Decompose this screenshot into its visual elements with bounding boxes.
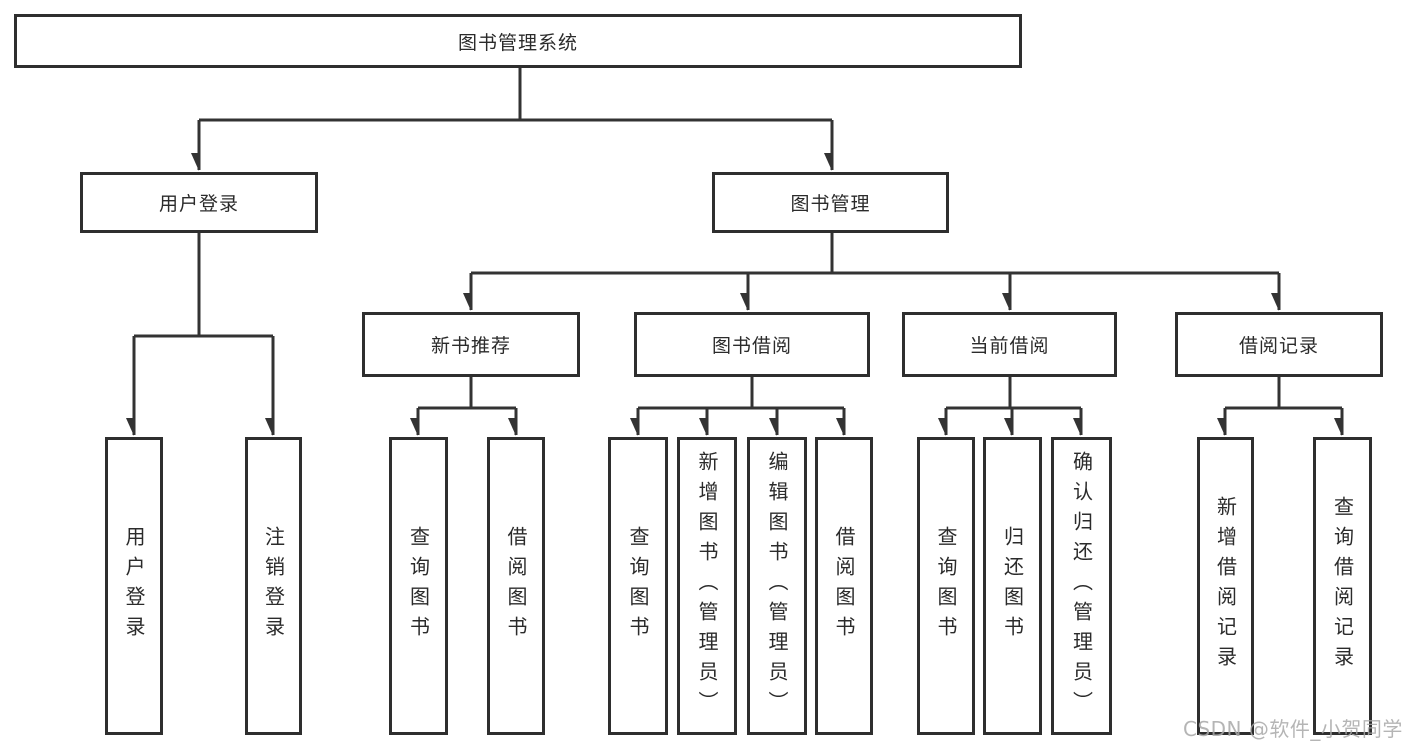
leaf-label: 借阅图书 (504, 526, 528, 646)
leaf-label: 查询图书 (934, 526, 958, 646)
leaf-label: 新增图书（管理员） (695, 451, 719, 721)
leaf-label: 查询图书 (626, 526, 650, 646)
leaf-query-books-1: 查询图书 (389, 437, 448, 735)
leaf-add-borrow-record: 新增借阅记录 (1197, 437, 1254, 735)
leaf-edit-books-admin: 编辑图书（管理员） (747, 437, 807, 735)
leaf-label: 归还图书 (1000, 526, 1025, 646)
leaf-label: 用户登录 (122, 526, 146, 646)
leaf-label: 借阅图书 (832, 526, 856, 646)
node-borrow-record: 借阅记录 (1175, 312, 1383, 377)
node-user-login-branch: 用户登录 (80, 172, 318, 233)
node-new-book-recommend: 新书推荐 (362, 312, 580, 377)
leaf-add-books-admin: 新增图书（管理员） (677, 437, 737, 735)
node-book-management-branch: 图书管理 (712, 172, 949, 233)
leaf-query-books-3: 查询图书 (917, 437, 975, 735)
leaf-confirm-return-admin: 确认归还（管理员） (1051, 437, 1112, 735)
node-root-system: 图书管理系统 (14, 14, 1022, 68)
leaf-label: 注销登录 (261, 526, 286, 646)
leaf-borrow-books-1: 借阅图书 (487, 437, 545, 735)
node-book-borrow: 图书借阅 (634, 312, 870, 377)
leaf-return-books: 归还图书 (983, 437, 1042, 735)
leaf-logout: 注销登录 (245, 437, 302, 735)
leaf-label: 确认归还（管理员） (1069, 451, 1094, 721)
leaf-user-login: 用户登录 (105, 437, 163, 735)
leaf-label: 编辑图书（管理员） (765, 451, 789, 721)
leaf-borrow-books-2: 借阅图书 (815, 437, 873, 735)
node-current-borrow: 当前借阅 (902, 312, 1117, 377)
leaf-query-borrow-record: 查询借阅记录 (1313, 437, 1372, 735)
csdn-watermark: CSDN @软件_小贺同学 (1183, 717, 1403, 741)
leaf-label: 查询图书 (406, 526, 431, 646)
leaf-label: 新增借阅记录 (1213, 496, 1238, 676)
leaf-query-books-2: 查询图书 (608, 437, 668, 735)
leaf-label: 查询借阅记录 (1330, 496, 1355, 676)
